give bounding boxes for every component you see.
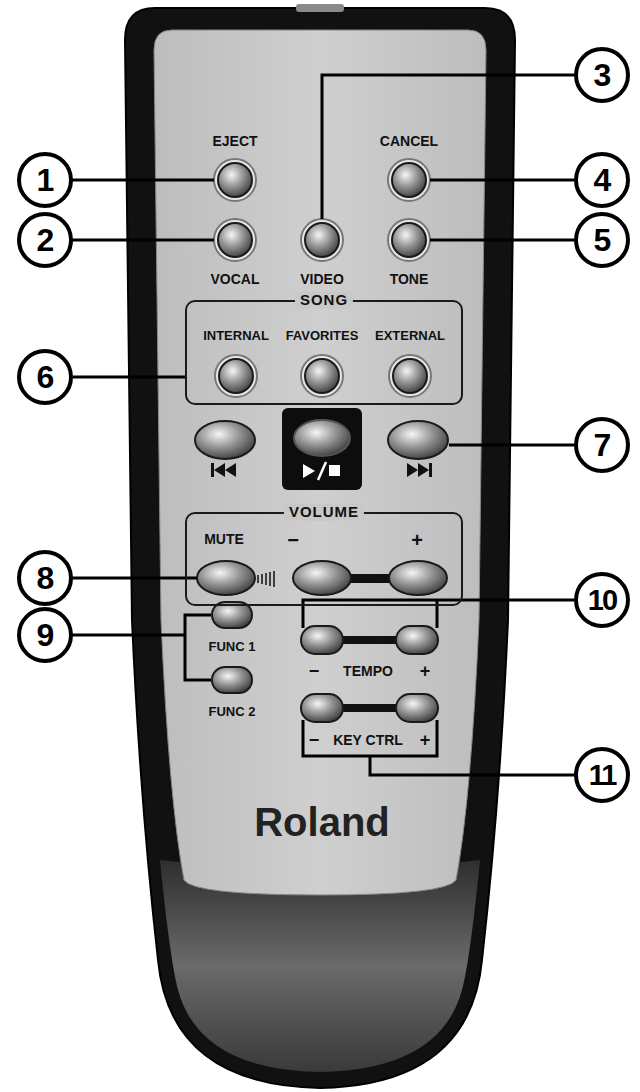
callout-text: 10 xyxy=(588,586,616,615)
button-label: + xyxy=(420,662,431,682)
callout-number: 8 xyxy=(17,550,73,606)
callout-text: 11 xyxy=(589,761,616,790)
leader-lines xyxy=(72,75,574,775)
button-label: CANCEL xyxy=(380,134,438,149)
leader-connector xyxy=(73,377,185,378)
top-highlight xyxy=(296,4,344,12)
callout-number: 7 xyxy=(574,417,630,473)
callout-text: 5 xyxy=(594,224,611,256)
callout-number: 10 xyxy=(574,572,630,628)
callout-number: 9 xyxy=(17,607,73,663)
button-group-box: VOLUMEMUTE−+ xyxy=(185,512,463,606)
button-label: KEY CTRL xyxy=(333,733,403,748)
callout-text: 6 xyxy=(37,361,54,393)
volume-buttons xyxy=(197,561,447,595)
callout-text: 2 xyxy=(37,224,54,256)
button-label: + xyxy=(420,731,431,751)
transport-buttons xyxy=(195,408,448,490)
callout-text: 8 xyxy=(37,562,54,594)
button-label: INTERNAL xyxy=(203,329,269,343)
button-label: TONE xyxy=(390,272,429,287)
button-label: FAVORITES xyxy=(286,329,359,343)
callout-text: 1 xyxy=(37,164,54,196)
button-label: MUTE xyxy=(204,532,244,547)
callout-number: 2 xyxy=(17,212,73,268)
callout-number: 3 xyxy=(574,47,630,103)
callout-number: 5 xyxy=(574,212,630,268)
brand-logo: Roland xyxy=(254,800,390,844)
button-group-box: SONGINTERNALFAVORITESEXTERNAL xyxy=(185,300,463,405)
button-label: EJECT xyxy=(212,134,257,149)
button-label: EXTERNAL xyxy=(375,329,445,343)
callout-number: 1 xyxy=(17,152,73,208)
button-label: − xyxy=(309,662,320,682)
button-label: − xyxy=(309,731,320,751)
callout-number: 6 xyxy=(17,349,73,405)
button-label: FUNC 1 xyxy=(209,640,256,654)
button-label: VOCAL xyxy=(211,272,260,287)
connector-line xyxy=(73,376,185,379)
button-label: VIDEO xyxy=(300,272,344,287)
callout-text: 7 xyxy=(594,429,611,461)
callout-text: 3 xyxy=(594,59,611,91)
callout-number: 4 xyxy=(574,152,630,208)
button-label: FUNC 2 xyxy=(209,705,256,719)
callout-text: 4 xyxy=(594,164,611,196)
group-heading: SONG xyxy=(295,292,353,309)
callout-text: 9 xyxy=(37,619,54,651)
callout-number: 11 xyxy=(574,747,630,803)
button-label: TEMPO xyxy=(343,664,393,679)
silver-panel xyxy=(154,30,486,895)
button-label: − xyxy=(287,529,299,551)
group-heading: VOLUME xyxy=(284,504,364,521)
button-label: + xyxy=(411,529,423,551)
remote-body xyxy=(125,8,515,1088)
